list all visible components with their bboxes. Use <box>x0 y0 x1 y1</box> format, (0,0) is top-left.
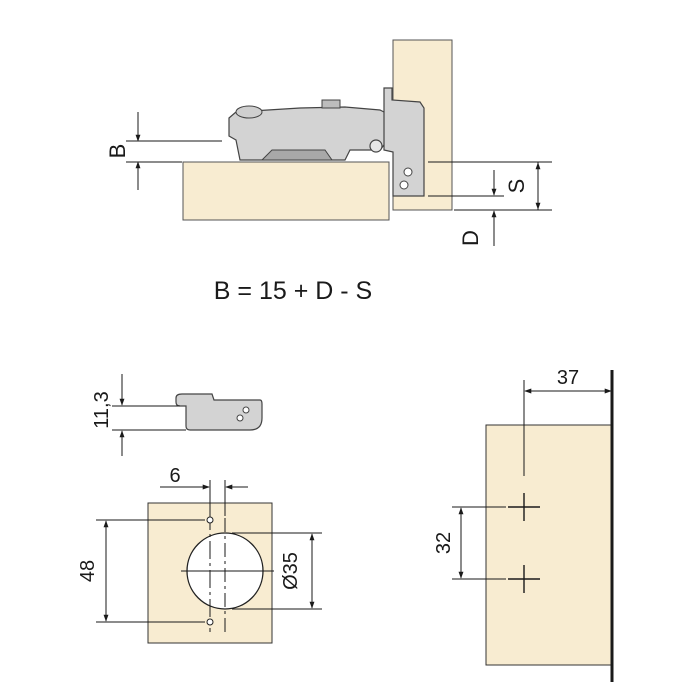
label-37: 37 <box>557 367 579 389</box>
label-48: 48 <box>77 560 99 582</box>
hinge-arm <box>228 99 389 161</box>
dimension-32 <box>452 506 506 580</box>
label-b: B <box>105 144 130 159</box>
plate-drilling-view: 37 32 <box>433 367 614 682</box>
door-panel <box>182 161 390 221</box>
dimension-35 <box>232 532 322 610</box>
label-6: 6 <box>169 465 180 487</box>
dimension-d <box>428 170 504 246</box>
dimension-37 <box>523 380 612 476</box>
dimension-48 <box>96 519 205 623</box>
cabinet-side-drilling-panel <box>485 424 613 666</box>
mounting-plate <box>383 87 425 197</box>
label-32: 32 <box>433 532 455 554</box>
formula-text: B = 15 + D - S <box>214 277 372 305</box>
hinge-cup-profile <box>175 393 263 431</box>
cup-side-view: 11,3 <box>91 374 263 456</box>
dimension-b <box>126 112 222 190</box>
screw-hole-bottom <box>206 618 214 626</box>
label-s: S <box>504 179 529 194</box>
hole-mark-bottom <box>508 565 540 593</box>
label-height: 11,3 <box>91 391 113 428</box>
dimension-6 <box>160 480 248 516</box>
hole-mark-top <box>508 493 540 521</box>
drilling-pattern-view: 6 48 Ø35 <box>77 465 322 644</box>
label-diameter-35: Ø35 <box>280 552 302 590</box>
label-d: D <box>458 230 483 246</box>
dimension-height <box>112 374 186 456</box>
top-side-view: B S D B = 15 + D - S <box>105 39 552 305</box>
screw-hole-top <box>206 516 214 524</box>
